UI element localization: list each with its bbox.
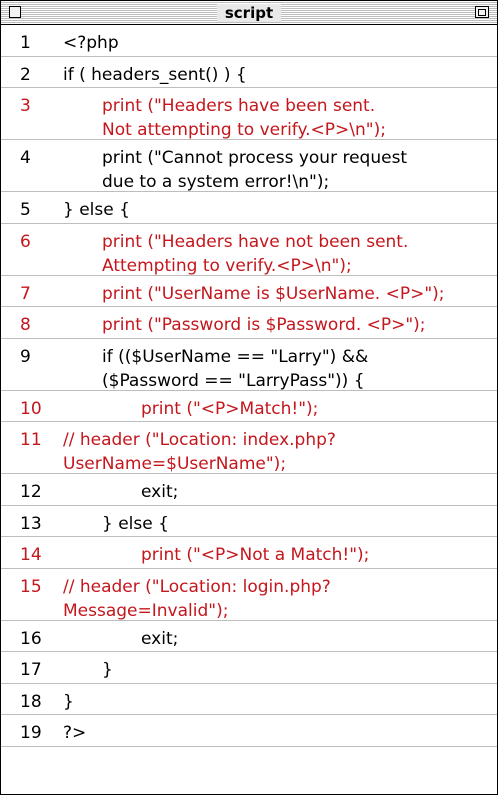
code-text-line: print ("Headers have not been sent. — [102, 231, 409, 252]
code-line: 13 } else { — [1, 506, 497, 537]
code-text-line: print ("Cannot process your request — [102, 148, 408, 168]
zoom-box-icon[interactable] — [475, 6, 489, 18]
title-bar[interactable]: script — [1, 1, 497, 25]
line-number: 3 — [20, 96, 31, 116]
code-text: <?php — [63, 31, 119, 55]
code-text-line: ($Password == "LarryPass")) { — [102, 370, 365, 391]
line-number: 11 — [20, 430, 42, 450]
code-text-line: print ("Headers have been sent. — [102, 96, 376, 116]
code-text: } else { — [102, 512, 169, 536]
code-text: } — [63, 690, 74, 714]
code-text-line: print ("<P>Not a Match!"); — [141, 545, 370, 565]
code-text: print ("Headers have been sent. Not attem… — [102, 94, 386, 142]
code-text-line: if (($UserName == "Larry") && — [102, 346, 369, 367]
code-text-line: Not attempting to verify.<P>\n"); — [102, 120, 386, 140]
line-number: 14 — [20, 545, 42, 565]
code-text-line: } — [63, 691, 74, 712]
line-number: 5 — [20, 200, 31, 220]
code-line: 2 if ( headers_sent() ) { — [1, 57, 497, 88]
window-title: script — [216, 4, 282, 22]
line-number: 17 — [20, 660, 42, 680]
line-number: 8 — [20, 315, 31, 335]
code-text: // header ("Location: login.php? Message=… — [63, 575, 331, 623]
code-text: // header ("Location: index.php? UserName… — [63, 428, 336, 476]
code-line: 6 print ("Headers have not been sent. Atte… — [1, 224, 497, 278]
line-number: 16 — [20, 628, 42, 649]
code-text: print ("Headers have not been sent. Attem… — [102, 230, 408, 278]
code-text-line: Attempting to verify.<P>\n"); — [102, 255, 352, 276]
code-line: 7 print ("UserName is $UserName. <P>"); — [1, 276, 497, 307]
code-line: 17} — [1, 652, 497, 684]
code-text-line: // header ("Location: index.php? — [63, 430, 336, 450]
code-text: if ( headers_sent() ) { — [63, 63, 247, 87]
code-text: } — [102, 658, 113, 682]
code-text: } else { — [63, 198, 130, 222]
line-number: 13 — [20, 513, 42, 534]
code-line: 15 // header ("Location: login.php? Messag… — [1, 569, 497, 623]
code-line: 11 // header ("Location: index.php? UserNa… — [1, 422, 497, 476]
code-text: print ("UserName is $UserName. <P>"); — [102, 282, 445, 306]
code-text-line: print ("Password is $Password. <P>"); — [102, 315, 426, 335]
code-line: 16 exit; — [1, 621, 497, 652]
code-line: 10 print ("<P>Match!"); — [1, 391, 497, 422]
code-text-line: exit; — [141, 482, 179, 502]
line-number: 15 — [20, 576, 42, 597]
code-line: 9 if (($UserName == "Larry") && ($Password… — [1, 339, 497, 393]
code-line: 4 print ("Cannot process your request due … — [1, 140, 497, 194]
line-number: 18 — [20, 691, 42, 712]
code-line: 12 exit; — [1, 474, 497, 506]
code-text-line: print ("UserName is $UserName. <P>"); — [102, 283, 445, 304]
code-text: print ("Password is $Password. <P>"); — [102, 313, 426, 337]
code-line: 18} — [1, 684, 497, 715]
code-text-line: Message=Invalid"); — [63, 600, 229, 621]
code-text-line: if ( headers_sent() ) { — [63, 64, 247, 85]
code-text-line: ?> — [63, 723, 87, 743]
code-text-line: due to a system error!\n"); — [102, 172, 330, 192]
code-text-line: exit; — [141, 628, 179, 649]
code-text: print ("Cannot process your request due t… — [102, 146, 407, 194]
code-line: 19 ?> — [1, 715, 497, 747]
line-number: 10 — [20, 398, 42, 419]
code-text: print ("<P>Match!"); — [141, 397, 318, 421]
code-text-line: } else { — [63, 200, 130, 220]
line-number: 2 — [20, 64, 31, 85]
code-text: exit; — [141, 627, 178, 651]
code-line: 14 print ("<P>Not a Match!"); — [1, 537, 497, 569]
code-line: 1 <?php — [1, 25, 497, 57]
code-text: if (($UserName == "Larry") && ($Password … — [102, 345, 368, 393]
code-text-line: UserName=$UserName"); — [63, 454, 287, 474]
code-line: 5 } else { — [1, 192, 497, 224]
line-number: 6 — [20, 231, 31, 252]
code-line: 8 print ("Password is $Password. <P>"); — [1, 307, 497, 339]
code-text-line: // header ("Location: login.php? — [63, 576, 331, 597]
code-line: 3 print ("Headers have been sent. Not atte… — [1, 88, 497, 142]
line-number: 12 — [20, 482, 42, 502]
code-text-line: print ("<P>Match!"); — [141, 398, 319, 419]
line-number: 4 — [20, 148, 31, 168]
close-box-icon[interactable] — [9, 6, 21, 18]
line-number: 1 — [20, 33, 31, 53]
code-text: exit; — [141, 480, 178, 504]
code-text-line: } else { — [102, 513, 169, 534]
line-number: 19 — [20, 723, 42, 743]
code-text: print ("<P>Not a Match!"); — [141, 543, 369, 567]
line-number: 9 — [20, 346, 31, 367]
code-text: ?> — [63, 721, 86, 745]
line-number: 7 — [20, 283, 31, 304]
code-listing: 1 <?php 2 if ( headers_sent() ) { 3 print ("H… — [1, 25, 497, 747]
code-text-line: } — [102, 660, 113, 680]
code-text-line: <?php — [63, 33, 119, 53]
